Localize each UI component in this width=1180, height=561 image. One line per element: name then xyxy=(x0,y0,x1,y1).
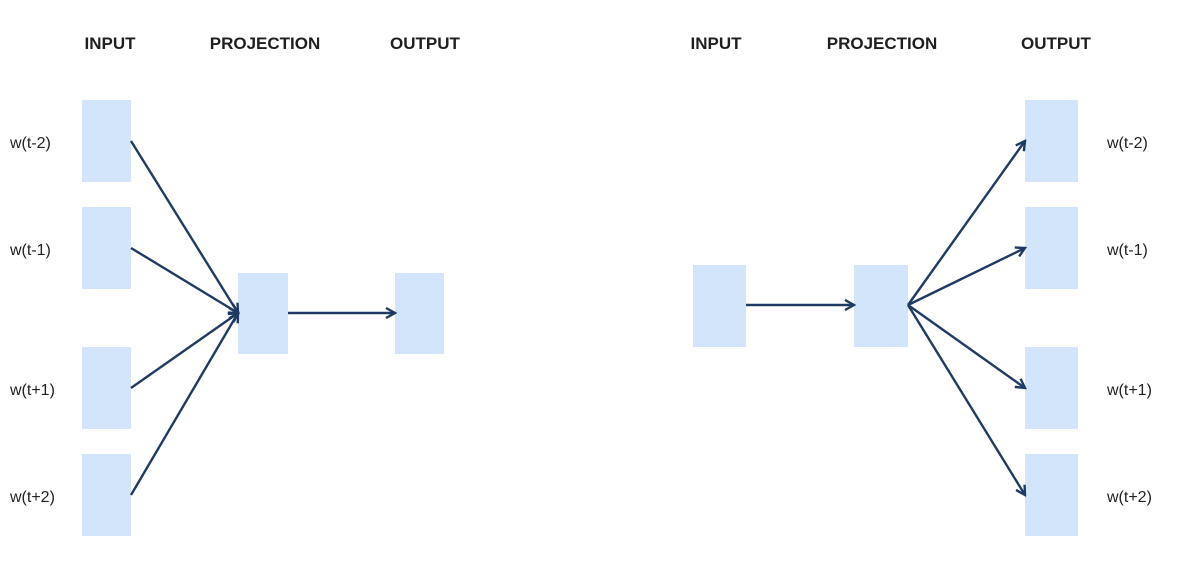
skipgram-arrow-t-minus-1 xyxy=(907,248,1025,307)
cbow-label-t-plus-1: w(t+1) xyxy=(9,382,55,399)
cbow-output-box xyxy=(395,273,444,354)
skipgram-arrow-t-plus-2 xyxy=(906,304,1025,495)
cbow-projection-header: PROJECTION xyxy=(210,34,321,53)
cbow-input-box-t-plus-1 xyxy=(82,347,131,429)
skipgram-input-header: INPUT xyxy=(691,34,743,53)
skipgram-label-t-plus-1: w(t+1) xyxy=(1106,382,1152,399)
cbow-label-t-plus-2: w(t+2) xyxy=(9,489,55,506)
skipgram-arrow-t-plus-1 xyxy=(907,304,1025,388)
skipgram-projection-box xyxy=(854,265,908,347)
skipgram-output-header: OUTPUT xyxy=(1021,34,1092,53)
skipgram-label-t-minus-2: w(t-2) xyxy=(1106,135,1148,152)
skipgram-model: INPUT PROJECTION OUTPUT w(t-2) w(t-1) w(… xyxy=(691,34,1152,536)
cbow-arrow-t-minus-1 xyxy=(130,246,238,313)
skipgram-output-box-t-minus-2 xyxy=(1025,100,1078,182)
cbow-input-box-t-minus-2 xyxy=(82,100,131,182)
cbow-arrow-t-minus-2 xyxy=(129,140,238,313)
skipgram-output-box-t-minus-1 xyxy=(1025,207,1078,289)
cbow-output-header: OUTPUT xyxy=(390,34,461,53)
skipgram-output-box-t-plus-2 xyxy=(1025,454,1078,536)
cbow-model: INPUT PROJECTION OUTPUT w(t-2) w(t-1) w(… xyxy=(9,34,461,536)
skipgram-label-t-minus-1: w(t-1) xyxy=(1106,242,1148,259)
skipgram-arrow-t-minus-2 xyxy=(907,141,1025,306)
cbow-label-t-minus-2: w(t-2) xyxy=(9,135,51,152)
cbow-label-t-minus-1: w(t-1) xyxy=(9,242,51,259)
skipgram-output-box-t-plus-1 xyxy=(1025,347,1078,429)
cbow-input-header: INPUT xyxy=(85,34,137,53)
skipgram-label-t-plus-2: w(t+2) xyxy=(1106,489,1152,506)
cbow-input-box-t-minus-1 xyxy=(82,207,131,289)
skipgram-input-box xyxy=(693,265,746,347)
skipgram-projection-header: PROJECTION xyxy=(827,34,938,53)
cbow-arrow-t-plus-1 xyxy=(130,313,238,389)
cbow-input-box-t-plus-2 xyxy=(82,454,131,536)
cbow-projection-box xyxy=(238,273,288,354)
cbow-arrow-t-plus-2 xyxy=(129,313,238,496)
